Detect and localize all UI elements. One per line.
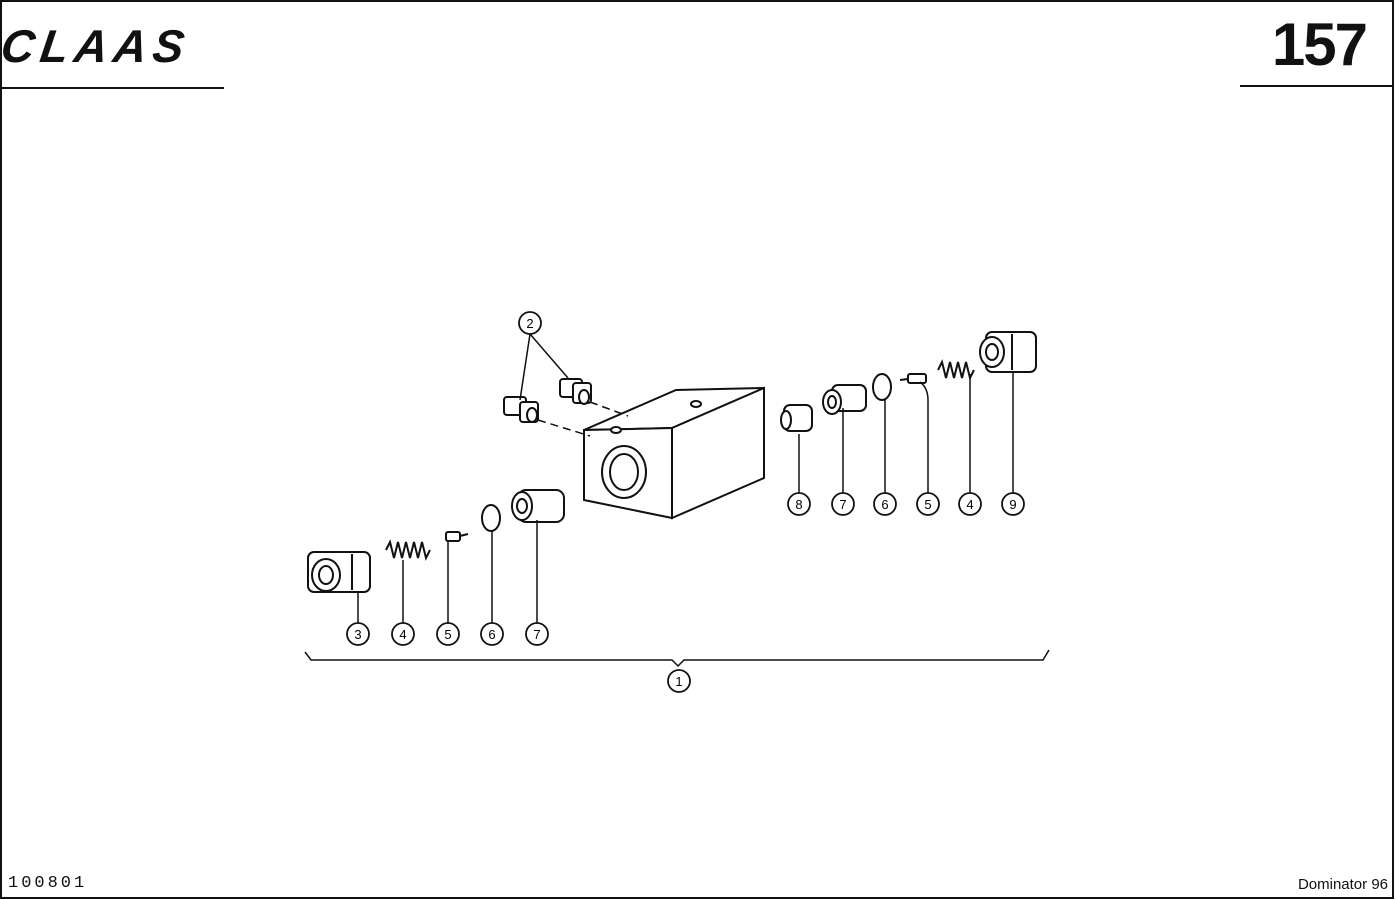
svg-text:9: 9 [1009,497,1016,512]
svg-text:7: 7 [839,497,846,512]
callout-1: 1 [667,669,691,693]
spring-4-right [937,359,975,381]
o-ring-6-right [872,373,892,401]
callout-4-right: 4 [958,492,982,516]
claas-logo: CLAAS [0,20,194,72]
fitting-right [559,378,592,405]
valve-block [583,386,765,520]
svg-text:6: 6 [881,497,888,512]
svg-text:4: 4 [966,497,973,512]
callout-7-right: 7 [831,492,855,516]
callout-5-right: 5 [916,492,940,516]
svg-text:1: 1 [675,674,682,689]
leader-lines-2 [519,333,569,401]
fitting-left [503,396,539,423]
callout-2: 2 [518,311,542,335]
callout-3-left: 3 [346,622,370,646]
svg-text:7: 7 [533,627,540,642]
fitting-dash-lines [537,401,629,437]
callout-5-left: 5 [436,622,460,646]
callout-4-left: 4 [391,622,415,646]
callout-9-right: 9 [1001,492,1025,516]
svg-text:5: 5 [444,627,451,642]
svg-text:4: 4 [399,627,406,642]
svg-text:5: 5 [924,497,931,512]
svg-text:2: 2 [526,316,533,331]
valve-seat-7-left [511,489,565,523]
plug-9-right [979,331,1037,373]
svg-text:3: 3 [354,627,361,642]
assembly-bracket [304,649,1050,668]
page-number: 157 [1271,11,1368,78]
valve-seat-7-right [822,384,867,415]
plug-3-left [307,551,371,593]
o-ring-6-left [481,504,501,532]
sleeve-8 [780,404,813,432]
callout-7-left: 7 [525,622,549,646]
leader-lines [357,372,1014,623]
spring-4-left [385,539,431,561]
svg-text:8: 8 [795,497,802,512]
callout-6-right: 6 [873,492,897,516]
document-code: 100801 [8,874,88,893]
callout-6-left: 6 [480,622,504,646]
pin-5-left [445,531,469,542]
callout-8-right: 8 [787,492,811,516]
svg-text:CLAAS: CLAAS [0,20,194,72]
svg-text:6: 6 [488,627,495,642]
pin-5-right [899,373,927,384]
model-name: Dominator 96 [1297,876,1388,893]
